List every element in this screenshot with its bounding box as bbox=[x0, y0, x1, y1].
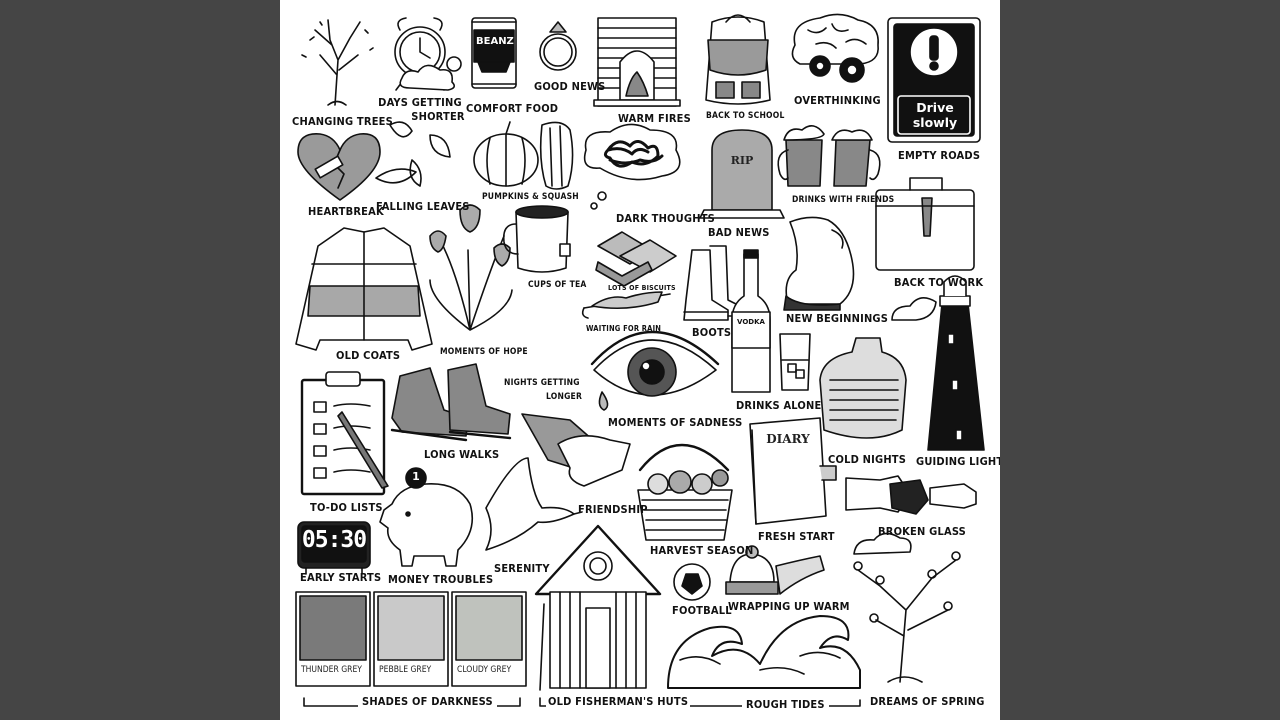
colour-swatches bbox=[295, 591, 527, 687]
label-drinks-alone: DRINKS ALONE bbox=[736, 399, 822, 412]
warning-sign-icon bbox=[887, 17, 981, 143]
road-sign-line-2: slowly bbox=[912, 115, 958, 130]
label-friendship: FRIENDSHIP bbox=[578, 503, 648, 516]
ring-icon bbox=[539, 21, 577, 71]
label-waiting-for-rain: WAITING FOR RAIN bbox=[586, 324, 662, 333]
umbrella-icon bbox=[581, 291, 671, 319]
label-nights-getting: NIGHTS GETTING bbox=[504, 378, 580, 388]
label-heartbreak: HEARTBREAK bbox=[308, 205, 384, 218]
blossom-tree-icon bbox=[853, 532, 961, 683]
label-dreams-of-spring: DREAMS OF SPRING bbox=[870, 695, 985, 708]
doodle-artwork bbox=[295, 13, 985, 707]
puffer-coat-icon bbox=[295, 227, 433, 351]
label-lots-of-biscuits: LOTS OF BISCUITS bbox=[608, 284, 676, 292]
tree-icon bbox=[301, 19, 374, 106]
illustration-canvas: BEANZ Drive slowly RIP VODKA DIARY 05:30… bbox=[280, 0, 1000, 720]
diary-cover-text: DIARY bbox=[766, 432, 810, 446]
label-long-walks: LONG WALKS bbox=[424, 448, 500, 461]
label-harvest-season: HARVEST SEASON bbox=[650, 544, 754, 557]
lighthouse-icon bbox=[891, 275, 985, 451]
broken-heart-icon bbox=[297, 133, 381, 201]
beer-mugs-icon bbox=[777, 125, 881, 187]
hat-scarf-icon bbox=[725, 545, 825, 595]
pumpkin-icon bbox=[473, 121, 574, 190]
label-overthinking: OVERTHINKING bbox=[794, 94, 881, 107]
football-icon bbox=[673, 563, 711, 601]
road-sign-line-1: Drive bbox=[916, 100, 954, 115]
plant-icon bbox=[429, 204, 513, 331]
label-shorter: SHORTER bbox=[411, 110, 465, 123]
label-changing-trees: CHANGING TREES bbox=[292, 115, 393, 128]
label-serenity: SERENITY bbox=[494, 562, 550, 575]
gravestone-text: RIP bbox=[730, 154, 754, 167]
piggy-bank-icon bbox=[379, 467, 474, 567]
label-cups-of-tea: CUPS OF TEA bbox=[528, 280, 587, 290]
label-good-news: GOOD NEWS bbox=[534, 80, 606, 93]
label-longer: LONGER bbox=[546, 392, 583, 402]
label-money-troubles: MONEY TROUBLES bbox=[388, 573, 494, 586]
label-football: FOOTBALL bbox=[672, 604, 732, 617]
label-boots: BOOTS bbox=[692, 326, 732, 339]
label-new-beginnings: NEW BEGINNINGS bbox=[786, 312, 889, 325]
alarm-clock-icon bbox=[394, 17, 462, 91]
vodka-bottle-icon bbox=[731, 249, 811, 393]
label-early-starts: EARLY STARTS bbox=[300, 571, 382, 584]
hot-water-bottle-icon bbox=[819, 337, 907, 439]
label-bad-news: BAD NEWS bbox=[708, 226, 770, 239]
label-days-getting: DAYS GETTING bbox=[378, 96, 462, 109]
label-dark-thoughts: DARK THOUGHTS bbox=[616, 212, 715, 225]
label-pebble-grey: PEBBLE GREY bbox=[379, 665, 432, 675]
wellington-boots-icon bbox=[683, 245, 741, 321]
label-fresh-start: FRESH START bbox=[758, 530, 835, 543]
diary-icon bbox=[749, 417, 837, 525]
road-sign-text: Drive slowly bbox=[896, 100, 974, 136]
tea-mug-icon bbox=[502, 205, 571, 273]
dove-icon bbox=[485, 457, 583, 551]
label-empty-roads: EMPTY ROADS bbox=[898, 149, 981, 162]
label-moments-of-hope: MOMENTS OF HOPE bbox=[440, 347, 528, 357]
gravestone-icon bbox=[699, 129, 785, 219]
label-old-coats: OLD COATS bbox=[336, 349, 401, 362]
label-cloudy-grey: CLOUDY GREY bbox=[457, 665, 512, 675]
label-broken-glass: BROKEN GLASS bbox=[878, 525, 966, 538]
label-shades-of-darkness: SHADES OF DARKNESS bbox=[358, 695, 497, 708]
eye-icon bbox=[590, 330, 720, 411]
hiking-boots-icon bbox=[390, 363, 512, 442]
label-old-fishermans-huts: OLD FISHERMAN'S HUTS bbox=[546, 695, 691, 708]
fireplace-icon bbox=[593, 17, 681, 107]
label-drinks-with-friends: DRINKS WITH FRIENDS bbox=[792, 195, 895, 205]
pregnant-belly-icon bbox=[783, 216, 855, 311]
digital-clock-icon bbox=[297, 521, 371, 575]
basket-icon bbox=[637, 444, 733, 541]
hut-icon bbox=[534, 524, 662, 691]
scribble-cloud-icon bbox=[583, 123, 681, 210]
leaves-icon bbox=[375, 121, 451, 187]
broken-bottle-icon bbox=[845, 475, 977, 515]
label-guiding-lights: GUIDING LIGHTS bbox=[916, 455, 1000, 468]
clipboard-icon bbox=[300, 371, 389, 496]
label-to-do-lists: TO-DO LISTS bbox=[310, 501, 383, 514]
label-back-to-school: BACK TO SCHOOL bbox=[706, 111, 785, 121]
bottle-label: VODKA bbox=[737, 318, 765, 326]
label-rough-tides: ROUGH TIDES bbox=[742, 698, 829, 711]
briefcase-icon bbox=[875, 177, 975, 271]
label-thunder-grey: THUNDER GREY bbox=[301, 665, 362, 675]
label-falling-leaves: FALLING LEAVES bbox=[376, 200, 470, 213]
clock-display: 05:30 bbox=[301, 527, 367, 553]
coin-number: 1 bbox=[412, 470, 420, 483]
waves-icon bbox=[667, 615, 861, 689]
label-wrapping-up-warm: WRAPPING UP WARM bbox=[728, 600, 850, 613]
brain-gears-icon bbox=[791, 13, 879, 83]
backpack-icon bbox=[705, 14, 771, 105]
label-comfort-food: COMFORT FOOD bbox=[466, 102, 559, 115]
label-back-to-work: BACK TO WORK bbox=[894, 276, 984, 289]
label-pumpkins-squash: PUMPKINS & SQUASH bbox=[482, 192, 579, 202]
biscuits-icon bbox=[595, 231, 677, 287]
bean-tin-icon bbox=[471, 17, 517, 89]
label-warm-fires: WARM FIRES bbox=[618, 112, 691, 125]
handshake-icon bbox=[521, 413, 631, 487]
tin-brand: BEANZ bbox=[476, 36, 514, 47]
label-cold-nights: COLD NIGHTS bbox=[828, 453, 907, 466]
label-moments-of-sadness: MOMENTS OF SADNESS bbox=[608, 416, 743, 429]
